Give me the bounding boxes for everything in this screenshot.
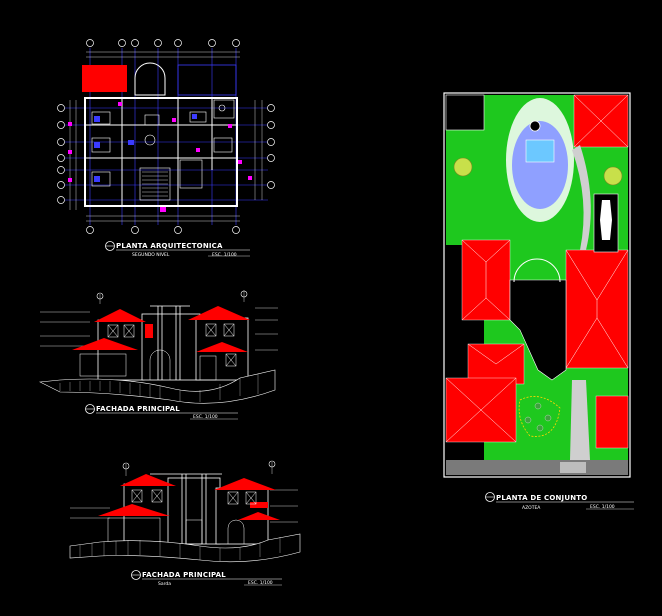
site-terrace (509, 279, 567, 381)
facade2-subtitle: Sarda (158, 581, 171, 587)
site-shrubs (524, 402, 552, 432)
site-lawn-left (446, 130, 486, 245)
facade2-roofs (98, 474, 280, 520)
facade2-title-block (131, 570, 282, 586)
facade2-title: FACHADA PRINCIPAL (142, 571, 226, 579)
floor-plan-drawing: PLANTA ARQUITECTONICA SEGUNDO NIVEL ESC.… (57, 39, 275, 258)
site-tree (453, 157, 473, 177)
site-roof-ridges (445, 94, 629, 443)
plan-blue-accents (94, 114, 197, 182)
site-scale: ESC. 1/100 (590, 504, 615, 510)
plan-title-block (105, 241, 250, 257)
site-garden-bed (518, 396, 561, 437)
facade1-title-block (85, 404, 238, 420)
site-pool-deck (512, 121, 568, 209)
facade-elevation-2: FACHADA PRINCIPAL Sarda ESC. 1/100 (69, 460, 301, 587)
plan-dimension-lines (69, 51, 263, 222)
facade1-windows (79, 323, 237, 381)
plan-roof-block (82, 65, 127, 92)
facade1-scale: ESC. 1/100 (193, 414, 218, 420)
plan-axis-bubbles (57, 39, 275, 234)
site-car (600, 200, 612, 240)
plan-walls (84, 97, 238, 207)
facade-elevation-1: FACHADA PRINCIPAL ESC. 1/100 (38, 290, 278, 420)
site-subtitle: AZOTEA (522, 505, 541, 511)
site-tree (603, 166, 623, 186)
plan-title: PLANTA ARQUITECTONICA (116, 242, 223, 250)
site-service-area (445, 94, 485, 131)
site-jacuzzi (529, 120, 541, 132)
facade2-ground-hatch (79, 537, 281, 561)
facade1-ground-hatch (59, 374, 259, 402)
site-sidewalk (446, 460, 628, 475)
facade1-walls (97, 305, 249, 381)
facade1-title: FACHADA PRINCIPAL (96, 405, 180, 413)
site-pool (525, 139, 555, 163)
facade2-ground-profile (69, 533, 301, 563)
site-plan-drawing: PLANTA DE CONJUNTO AZOTEA ESC. 1/100 (443, 92, 634, 511)
site-title: PLANTA DE CONJUNTO (496, 494, 587, 502)
plan-stair-arch (134, 62, 166, 96)
plan-scale: ESC. 1/100 (212, 252, 237, 258)
plan-subtitle: SEGUNDO NIVEL (132, 252, 170, 258)
facade1-ground-profile (38, 369, 276, 404)
facade2-walls (123, 473, 269, 545)
plan-furniture (91, 99, 235, 187)
site-sidewalk-detail (560, 462, 586, 473)
plan-terrace (177, 64, 237, 96)
site-roofs (445, 94, 629, 449)
plan-annotations (68, 102, 252, 212)
plan-stairs (142, 171, 168, 197)
site-entry-arch (513, 258, 561, 283)
facade2-scale: ESC. 1/100 (248, 580, 273, 586)
site-gravel-path (572, 145, 591, 250)
site-title-block (485, 492, 634, 510)
site-gravel-path-lower (570, 380, 590, 460)
facade1-roofs (72, 306, 250, 352)
